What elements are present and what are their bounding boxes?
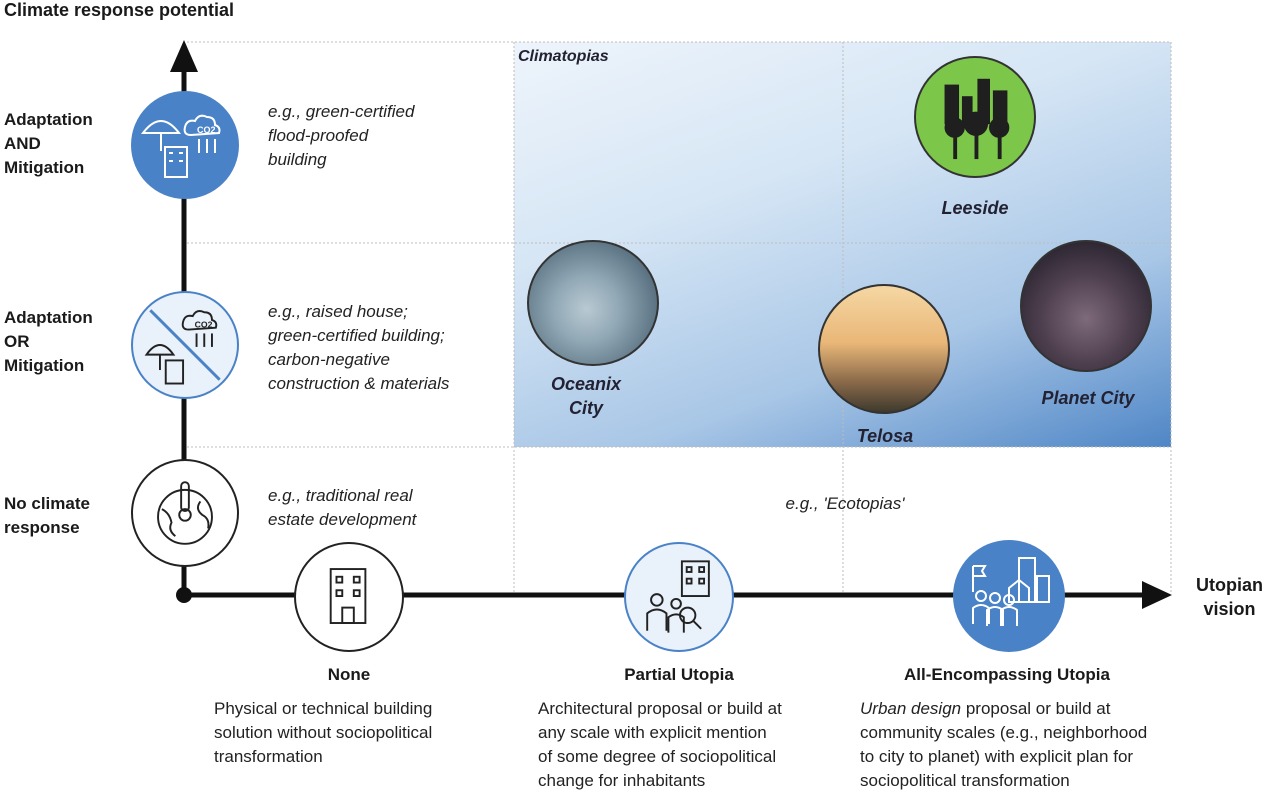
- svg-text:CO2: CO2: [195, 320, 213, 330]
- category-partial-desc: Architectural proposal or build at any s…: [538, 699, 782, 790]
- example-adapt-and-mitig: e.g., green-certified flood-proofed buil…: [268, 102, 415, 169]
- category-all-encompassing-desc: Urban design proposal or build at commun…: [860, 699, 1148, 790]
- x-axis-title: Utopian vision: [1196, 575, 1263, 619]
- category-partial-title: Partial Utopia: [624, 665, 734, 684]
- globe-thermometer-icon: [131, 459, 239, 567]
- planet-city-image: [1020, 240, 1152, 372]
- oceanix-city-image: [527, 240, 659, 366]
- category-none-title: None: [327, 665, 371, 684]
- example-adapt-or-mitig: e.g., raised house; green-certified buil…: [268, 302, 450, 393]
- planet-city-label: Planet City: [1041, 388, 1135, 408]
- x-axis-arrow: [1142, 581, 1172, 609]
- category-none-desc: Physical or technical building solution …: [214, 699, 433, 766]
- people-search-building-icon: [624, 542, 734, 652]
- y-axis-title: Climate response potential: [4, 0, 235, 20]
- leeside-image: [914, 56, 1036, 178]
- umbrella-building-co2-slash-icon: CO2: [131, 291, 239, 399]
- leeside-label: Leeside: [941, 198, 1009, 218]
- y-level-label-adapt-or-mitig: Adaptation OR Mitigation: [4, 308, 93, 375]
- axis-origin: [176, 587, 192, 603]
- y-level-label-adapt-and-mitig: Adaptation AND Mitigation: [4, 110, 93, 177]
- category-all-encompassing-title: All-Encompassing Utopia: [904, 665, 1110, 684]
- y-axis-arrow: [170, 40, 198, 72]
- oceanix-city-label: Oceanix City: [550, 374, 622, 418]
- ecotopias-label: e.g., 'Ecotopias': [785, 494, 905, 513]
- example-no-response: e.g., traditional real estate developmen…: [268, 486, 417, 529]
- climatopias-label: Climatopias: [518, 48, 609, 65]
- telosa-label: Telosa: [856, 426, 914, 446]
- svg-text:CO2: CO2: [197, 125, 216, 135]
- community-city-icon: [953, 540, 1065, 652]
- telosa-image: [818, 284, 950, 414]
- building-icon: [294, 542, 404, 652]
- umbrella-building-co2-icon: CO2: [131, 91, 239, 199]
- y-level-label-no-response: No climate response: [4, 494, 90, 537]
